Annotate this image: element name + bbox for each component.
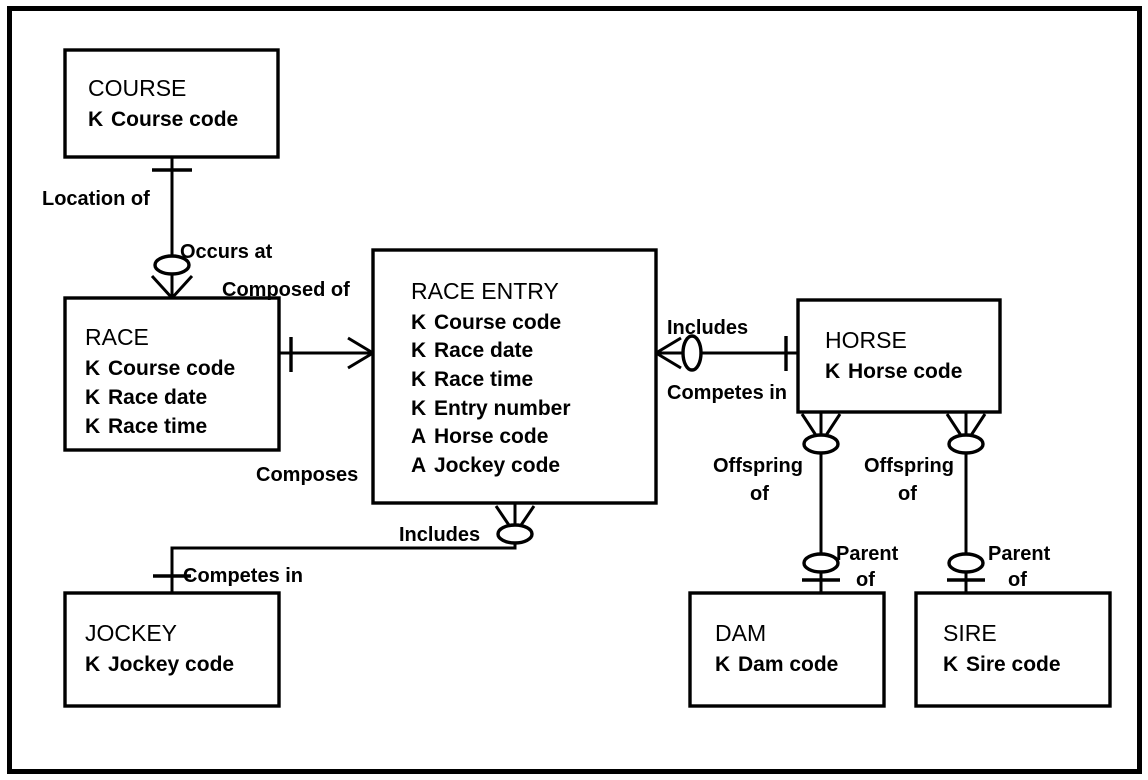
attribute-key: K: [943, 653, 958, 676]
relationship-label-composes: Composes: [256, 464, 358, 486]
cardinality-optional-circle: [947, 433, 985, 455]
entity-box[interactable]: [63, 296, 281, 452]
attribute-key: K: [88, 108, 103, 131]
entity-box[interactable]: [914, 591, 1112, 708]
attribute-name: Course code: [434, 311, 561, 334]
attribute-key: K: [825, 360, 840, 383]
relationship-label-offspring-of-dam-line2: of: [750, 483, 769, 505]
cardinality-optional-circle: [802, 552, 840, 574]
relationship-race-raceentry: [279, 336, 374, 372]
attribute-key: K: [411, 397, 426, 420]
attribute-name: Sire code: [966, 653, 1061, 676]
attribute-key: K: [85, 653, 100, 676]
attribute-name: Entry number: [434, 397, 571, 420]
entity-box[interactable]: [63, 48, 280, 159]
entity-course[interactable]: COURSE K Course code: [63, 48, 280, 159]
entity-title: HORSE: [825, 327, 907, 353]
cardinality-optional-circle: [681, 334, 703, 372]
diagram-border: [7, 6, 1142, 774]
entity-title: RACE: [85, 324, 149, 350]
attribute-key: K: [85, 386, 100, 409]
relationship-horse-sire: [945, 410, 987, 593]
entity-race-entry[interactable]: RACE ENTRY K Course code K Race date K R…: [371, 248, 658, 505]
entity-box[interactable]: [371, 248, 658, 505]
cardinality-optional-circle: [153, 254, 191, 276]
relationship-raceentry-jockey: [153, 502, 536, 593]
entity-title: JOCKEY: [85, 620, 177, 646]
relationship-label-includes-horse: Includes: [667, 317, 748, 339]
cardinality-optional-circle: [947, 552, 985, 574]
relationship-label-competes-in-jockey: Competes in: [183, 565, 303, 587]
relationship-horse-dam: [800, 410, 842, 593]
relationship-label-occurs-at: Occurs at: [180, 241, 273, 263]
attribute-name: Race time: [434, 368, 533, 391]
relationship-label-parent-of-dam-line1: Parent: [836, 543, 899, 565]
crows-foot-icon: [655, 336, 685, 370]
attribute-name: Course code: [111, 108, 238, 131]
relationship-label-parent-of-sire-line2: of: [1008, 569, 1027, 591]
relationship-raceentry-horse: [655, 334, 798, 372]
attribute-name: Race date: [434, 339, 533, 362]
entity-title: SIRE: [943, 620, 997, 646]
entity-dam[interactable]: DAM K Dam code: [688, 591, 886, 708]
entity-box[interactable]: [796, 298, 1002, 414]
relationship-label-parent-of-sire-line1: Parent: [988, 543, 1051, 565]
attribute-key: K: [411, 311, 426, 334]
cardinality-optional-circle: [496, 523, 534, 545]
attribute-name: Horse code: [848, 360, 962, 383]
attribute-name: Jockey code: [434, 454, 560, 477]
relationship-label-offspring-of-sire-line2: of: [898, 483, 917, 505]
attribute-key: K: [411, 368, 426, 391]
relationship-label-composed-of: Composed of: [222, 279, 350, 301]
relationship-label-offspring-of-sire-line1: Offspring: [864, 455, 954, 477]
relationship-label-competes-in-horse: Competes in: [667, 382, 787, 404]
entity-box[interactable]: [63, 591, 281, 708]
entity-title: DAM: [715, 620, 766, 646]
attribute-name: Race date: [108, 386, 207, 409]
attribute-name: Jockey code: [108, 653, 234, 676]
attribute-name: Course code: [108, 357, 235, 380]
attribute-key: A: [411, 454, 426, 477]
attribute-key: K: [85, 415, 100, 438]
attribute-key: K: [715, 653, 730, 676]
relationship-label-parent-of-dam-line2: of: [856, 569, 875, 591]
attribute-name: Race time: [108, 415, 207, 438]
entity-jockey[interactable]: JOCKEY K Jockey code: [63, 591, 281, 708]
attribute-name: Horse code: [434, 425, 548, 448]
entity-race[interactable]: RACE K Course code K Race date K Race ti…: [63, 296, 281, 452]
relationship-label-location-of: Location of: [42, 188, 150, 210]
attribute-key: K: [411, 339, 426, 362]
crows-foot-icon: [344, 336, 374, 370]
entity-horse[interactable]: HORSE K Horse code: [796, 298, 1002, 414]
entity-sire[interactable]: SIRE K Sire code: [914, 591, 1112, 708]
cardinality-optional-circle: [802, 433, 840, 455]
crows-foot-icon: [150, 272, 194, 300]
entity-box[interactable]: [688, 591, 886, 708]
entity-title: RACE ENTRY: [411, 278, 559, 304]
attribute-name: Dam code: [738, 653, 838, 676]
entity-title: COURSE: [88, 75, 186, 101]
attribute-key: K: [85, 357, 100, 380]
attribute-key: A: [411, 425, 426, 448]
relationship-label-includes-jockey: Includes: [399, 524, 480, 546]
relationship-label-offspring-of-dam-line1: Offspring: [713, 455, 803, 477]
relationship-course-race: [150, 157, 194, 300]
